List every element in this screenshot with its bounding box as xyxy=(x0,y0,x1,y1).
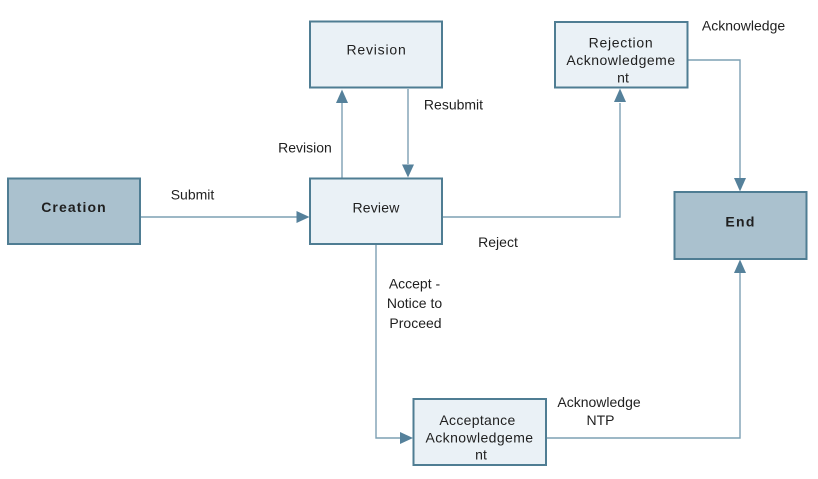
svg-text:NTP: NTP xyxy=(587,412,615,428)
svg-text:End: End xyxy=(725,214,755,230)
svg-text:Resubmit: Resubmit xyxy=(424,97,483,113)
svg-text:Acknowledge: Acknowledge xyxy=(557,394,640,410)
svg-text:nt: nt xyxy=(475,447,487,463)
svg-text:Revision: Revision xyxy=(278,140,332,156)
svg-text:Rejection: Rejection xyxy=(589,35,654,51)
svg-text:Acknowledge: Acknowledge xyxy=(702,18,785,34)
svg-text:Notice to: Notice to xyxy=(387,295,442,311)
svg-text:nt: nt xyxy=(617,70,629,86)
svg-text:Acknowledgeme: Acknowledgeme xyxy=(426,429,534,445)
svg-text:Acceptance: Acceptance xyxy=(439,412,515,428)
svg-text:Reject: Reject xyxy=(478,234,518,250)
svg-text:Revision: Revision xyxy=(346,42,406,58)
svg-text:Proceed: Proceed xyxy=(389,315,441,331)
svg-text:Accept -: Accept - xyxy=(389,276,441,292)
svg-text:Submit: Submit xyxy=(171,187,215,203)
svg-text:Creation: Creation xyxy=(41,199,107,215)
svg-text:Acknowledgeme: Acknowledgeme xyxy=(566,52,675,68)
svg-text:Review: Review xyxy=(352,200,400,216)
